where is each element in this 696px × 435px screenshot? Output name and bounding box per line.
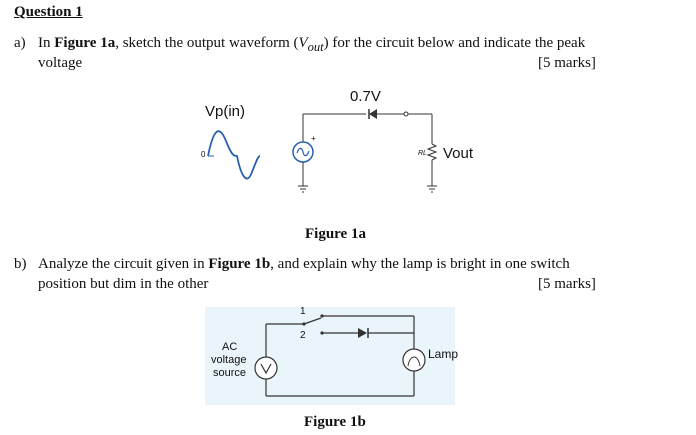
switch-blade [303,317,322,325]
output-node [403,111,409,117]
part-b-marks: [5 marks] [538,276,596,292]
load-resistor-zigzag [426,143,438,161]
ac-source-1b-symbol [260,363,272,375]
part-a-text-post: ) for the circuit below and indicate the… [323,35,586,51]
part-b-question-line1: Analyze the circuit given in Figure 1b, … [38,256,570,273]
zero-label: 0 [201,150,206,159]
diode-1b-triangle [358,328,367,338]
source-label-voltage: voltage [211,354,247,366]
load-resistor-label: RL [418,150,427,157]
diode-drop-label: 0.7V [350,88,381,105]
switch-position-2: 2 [300,330,306,341]
switch-position-1: 1 [300,306,306,317]
part-b-letter: b) [14,256,27,272]
part-a-question-line2: voltage [38,55,83,71]
figure-1b-caption: Figure 1b [304,414,366,430]
ac-source-1b [254,356,278,380]
vout-symbol: V [298,35,308,51]
switch-pivot [302,322,306,326]
switch-contact-1 [320,314,324,318]
source-plus-label: + [311,134,316,143]
lamp-filament [407,356,421,367]
question-title: Question 1 [14,4,83,20]
diode-1a-triangle [369,109,377,119]
part-b-figure-ref: Figure 1b [208,256,271,272]
part-a-letter: a) [14,35,26,51]
source-label-source: source [213,367,247,379]
source-label-ac: AC [222,341,238,353]
lamp-label: Lamp [428,347,459,361]
lamp-icon [402,348,426,372]
part-b-question-line2: position but dim in the other [38,276,209,292]
figure-1a-caption: Figure 1a [305,226,366,242]
ac-source-1a-wave [296,147,310,157]
part-b-text-post: , and explain why the lamp is bright in … [270,256,570,272]
part-a-text-mid: , sketch the output waveform ( [115,35,299,51]
part-a-question-line1: In Figure 1a, sketch the output waveform… [38,35,585,55]
part-a-figure-ref: Figure 1a [54,35,116,51]
vout-label: Vout [443,145,474,162]
vout-subscript: out [307,40,324,54]
part-a-text-pre: In [38,35,55,51]
input-voltage-label: Vp(in) [205,103,246,120]
input-sine-wave [207,130,261,180]
part-a-marks: [5 marks] [538,55,596,71]
part-b-text-pre: Analyze the circuit given in [38,256,209,272]
